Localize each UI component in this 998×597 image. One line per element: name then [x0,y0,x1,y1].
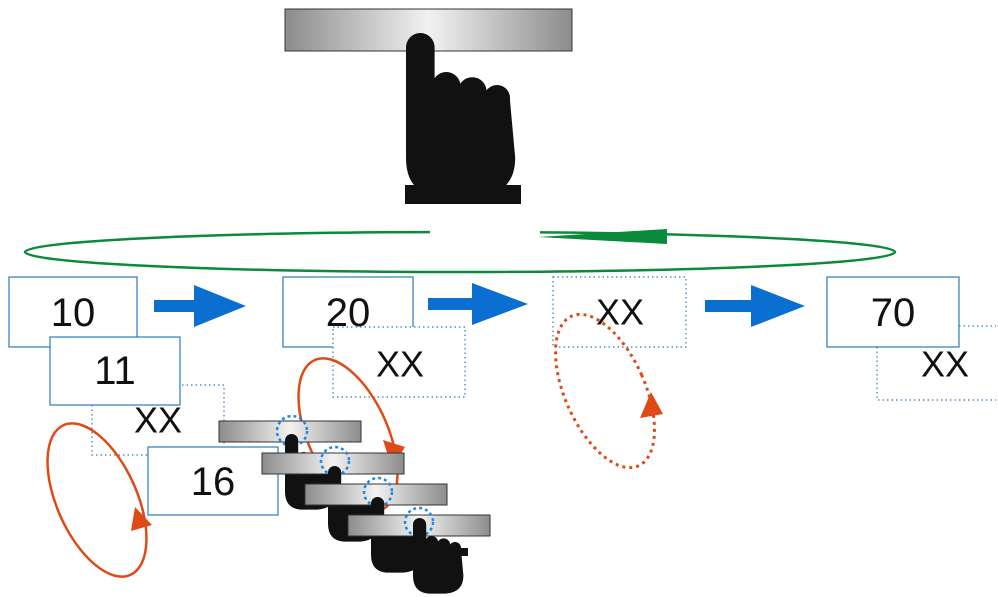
branch-3-loop-arrowhead [640,392,663,418]
branch-4-child-1-label: XX [921,344,969,385]
main-hand-icon [406,33,516,197]
seq-node-1-label: 10 [51,291,96,335]
cycle-gap [430,227,540,237]
step-2-touch-icon [319,445,351,477]
step-4-touch-icon [403,506,435,538]
step-3 [304,476,448,573]
branch-2-child-1-label: XX [376,344,424,385]
branch-1-child-3-box [147,446,279,516]
branch-2-box [332,326,466,398]
step-4-hand-base [428,548,468,556]
step-4 [347,506,491,594]
seq-arrow-2 [428,283,528,325]
seq-node-3-label: XX [596,292,644,333]
seq-node-3 [552,276,687,348]
branch-1-child-2-label: XX [134,400,182,441]
branch-1-child-3-label: 16 [191,460,236,504]
cycle-arrowhead [538,229,667,244]
branch-1-child-1-box [49,336,181,406]
branch-3-loop [554,312,656,470]
step-1 [218,414,362,510]
seq-node-1 [8,276,138,348]
step-3-touch-icon [362,476,394,508]
step-2 [261,445,405,542]
cycle-ellipse [23,230,897,274]
branch-1-child-1-label: 11 [94,349,136,393]
branch-4-outline [876,325,996,401]
seq-arrow-3 [705,285,805,327]
step-1-touch-icon [275,414,309,448]
branch-1-loop-arrowhead [131,507,152,531]
seq-node-4 [826,276,960,348]
seq-arrow-1 [154,285,246,327]
main-hand-base [405,185,521,204]
branch-1-loop [46,422,148,578]
seq-node-4-label: 70 [871,291,916,335]
